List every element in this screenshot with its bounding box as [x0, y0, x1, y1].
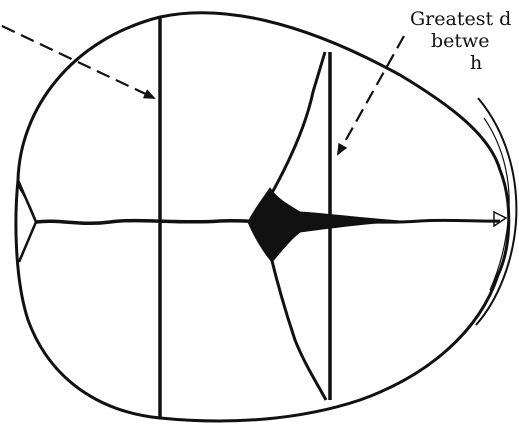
coronal-suture-lower: [268, 244, 326, 400]
frontal-region-outline: [476, 98, 516, 325]
annotation-line-1: Greatest d: [410, 8, 511, 30]
right-pointer-arrow: [338, 36, 404, 154]
annotation-line-2: betwe: [431, 30, 490, 52]
frontal-detail-notch: [494, 212, 506, 226]
posterior-fontanelle: [18, 180, 36, 262]
anterior-fontanelle: [248, 188, 400, 262]
coronal-suture-upper: [268, 52, 325, 200]
left-pointer-arrow: [2, 26, 154, 98]
annotation-line-3: h: [470, 52, 482, 74]
sagittal-suture: [36, 221, 265, 224]
